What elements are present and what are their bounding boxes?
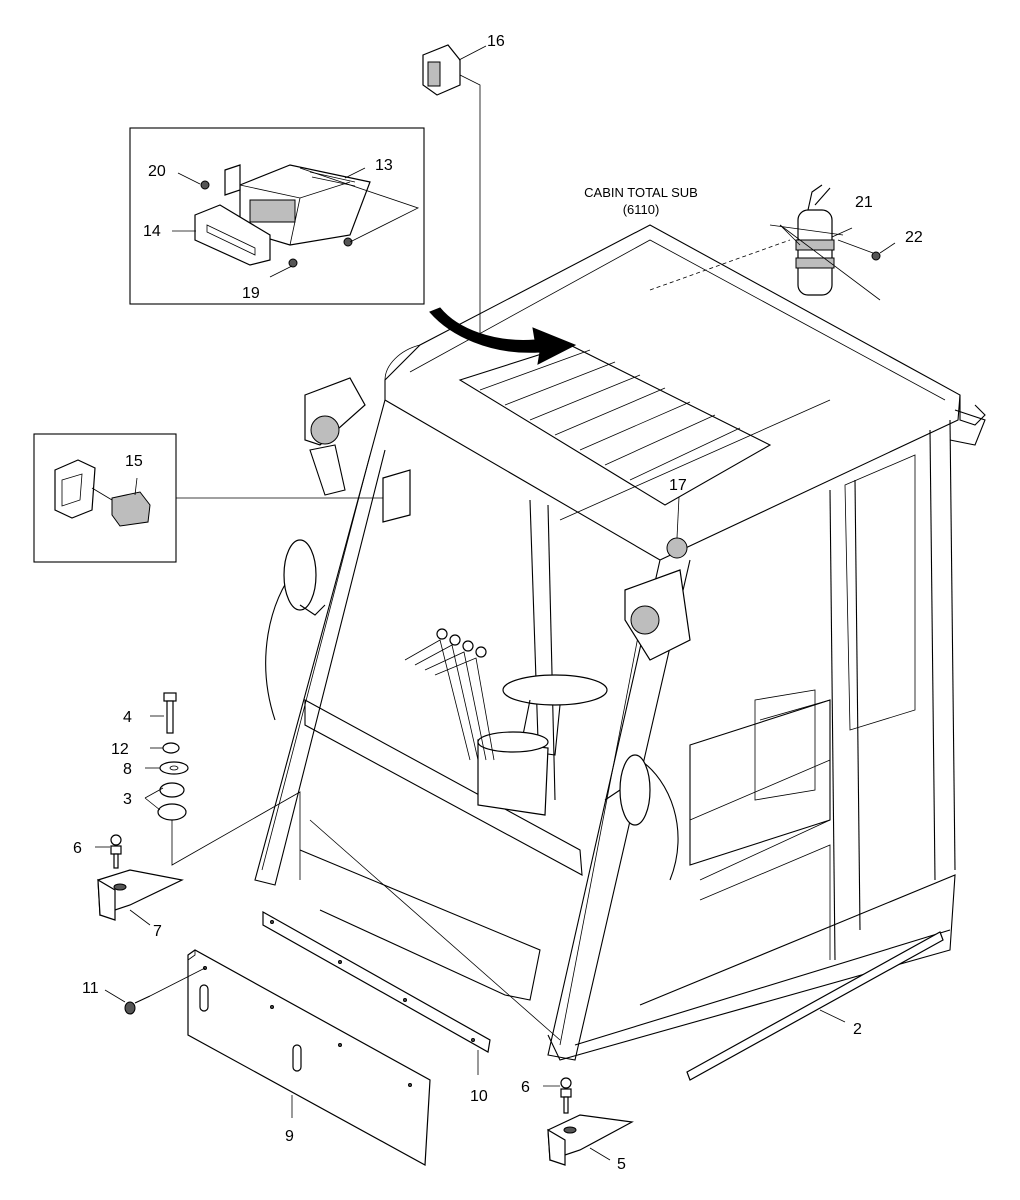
cabin-roof xyxy=(384,224,961,561)
cabin-base xyxy=(547,874,956,1061)
callout-16: 16 xyxy=(487,33,505,50)
callout-3: 3 xyxy=(123,791,132,808)
mirror-right xyxy=(604,754,651,826)
callout-14: 14 xyxy=(143,223,161,240)
radio-inset-frame xyxy=(129,127,425,305)
steering-column xyxy=(477,674,608,816)
cabin-frame xyxy=(254,224,986,1061)
callout-22: 22 xyxy=(905,229,923,246)
work-lamp-left xyxy=(304,377,366,496)
front-left-pillar xyxy=(254,399,386,886)
switch-inset xyxy=(33,433,385,563)
install-arrow xyxy=(429,307,577,365)
callout-19: 19 xyxy=(242,285,260,302)
caption-title: CABIN TOTAL SUB xyxy=(584,185,698,200)
caption-code: (6110) xyxy=(623,202,660,217)
roof-grille xyxy=(458,344,772,506)
rocker-switch-15 xyxy=(111,491,151,527)
callout-21: 21 xyxy=(855,194,873,211)
mirror-left xyxy=(283,539,326,616)
mount-hardware-stack xyxy=(144,692,301,880)
callout-15: 15 xyxy=(125,453,143,470)
bolt-4 xyxy=(163,692,177,702)
fire-extinguisher-21 xyxy=(649,184,896,301)
callout-4: 4 xyxy=(123,709,132,726)
callout-2: 2 xyxy=(853,1021,862,1038)
flat-washer-8 xyxy=(159,761,189,775)
callout-13: 13 xyxy=(375,157,393,174)
cabin-caption: CABIN TOTAL SUB (6110) xyxy=(584,185,698,217)
callout-9: 9 xyxy=(285,1128,294,1145)
callout-7: 7 xyxy=(153,923,162,940)
callout-8: 8 xyxy=(123,761,132,778)
radio-inset xyxy=(129,127,425,305)
callout-17: 17 xyxy=(669,477,687,494)
work-lamp-right xyxy=(624,569,691,661)
callout-10: 10 xyxy=(470,1088,488,1105)
callout-11: 11 xyxy=(82,980,99,997)
part-17-plug xyxy=(666,496,688,559)
callout-5: 5 xyxy=(617,1156,626,1173)
part-16-cover xyxy=(422,44,487,340)
control-levers xyxy=(404,628,495,761)
callout-6b: 6 xyxy=(521,1079,530,1096)
callout-12: 12 xyxy=(111,741,129,758)
callout-20: 20 xyxy=(148,163,166,180)
rubber-mount-3b xyxy=(157,803,187,821)
bracket-5 xyxy=(543,1077,634,1166)
seat-base xyxy=(689,699,831,866)
callout-6a: 6 xyxy=(73,840,82,857)
lock-washer-12 xyxy=(162,742,180,754)
screw-11 xyxy=(104,967,206,1015)
seal-strip-2 xyxy=(686,931,944,1081)
switch-housing xyxy=(382,469,411,523)
cover-panel-9 xyxy=(187,949,431,1166)
bracket-7 xyxy=(95,834,184,926)
callout-labels: 16 13 20 14 19 21 22 15 17 4 12 8 3 6 7 … xyxy=(73,33,923,1173)
rubber-mount-3a xyxy=(159,782,185,798)
radio-bracket-14 xyxy=(194,204,271,266)
plate-bar-10 xyxy=(262,910,491,1075)
